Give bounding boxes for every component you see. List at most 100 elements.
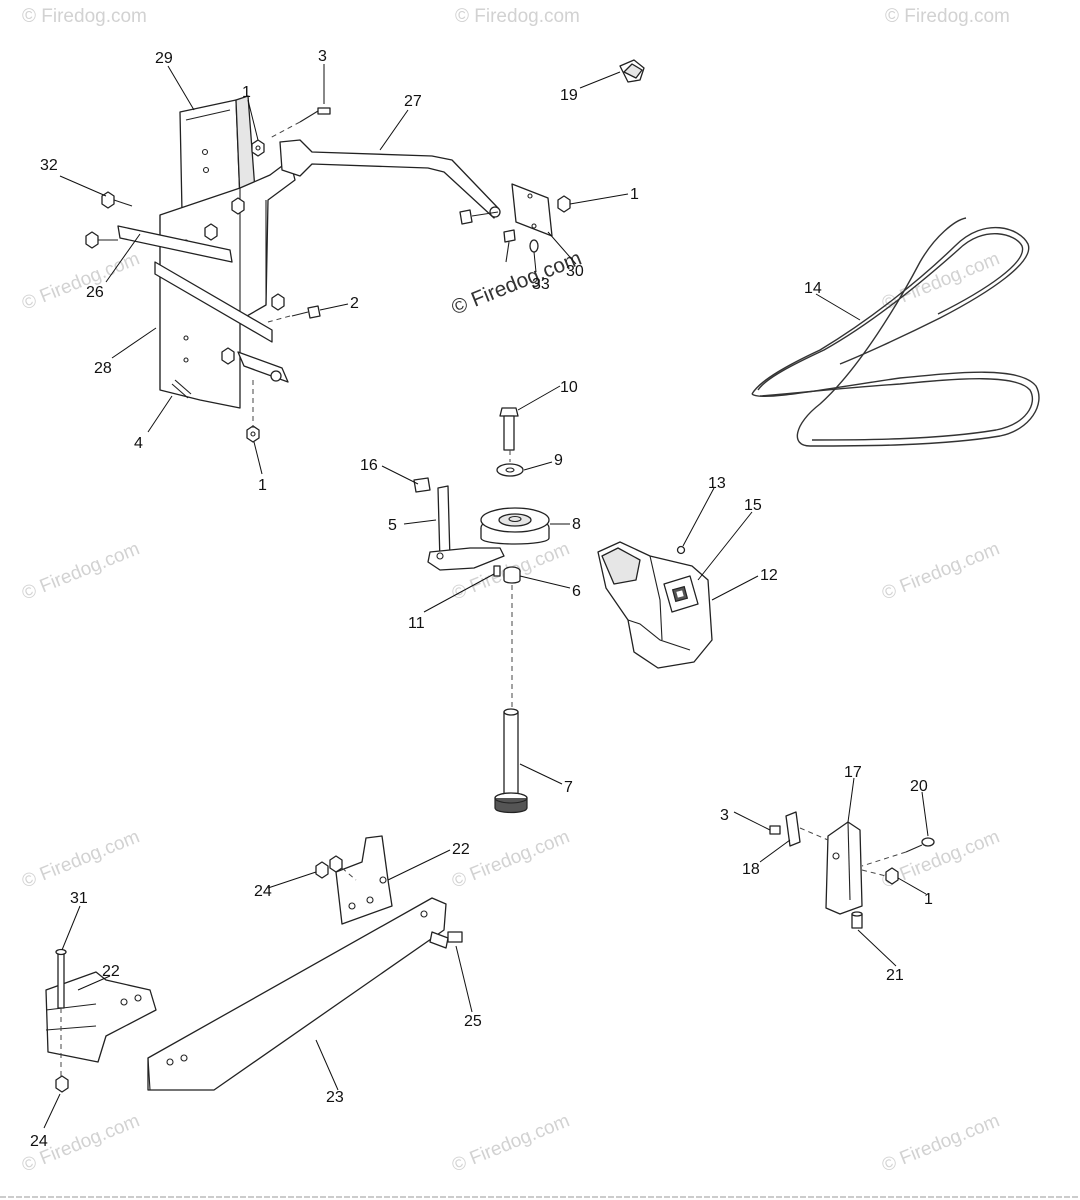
hex-bolt: [299, 107, 331, 123]
watermark-text: © Firedog.com: [885, 6, 1010, 27]
pulley-spacer: [503, 566, 521, 584]
hex-nut: [885, 867, 899, 885]
pulley-bolt: [499, 407, 519, 451]
callout-21: 21: [886, 967, 904, 984]
callout-1: 1: [258, 477, 267, 494]
callout-5: 5: [388, 517, 397, 534]
callout-29: 29: [155, 50, 173, 67]
callout-33: 33: [532, 276, 550, 293]
callout-32: 32: [40, 157, 58, 174]
arm-end-plate: [511, 183, 553, 237]
callout-labels: 29 3 1 27 19 32 1 26 33 30 2 28 4 1 14 1…: [30, 48, 933, 1150]
callout-31: 31: [70, 890, 88, 907]
callout-13: 13: [708, 475, 726, 492]
callout-18: 18: [742, 861, 760, 878]
pulley-mount-bracket: [413, 477, 505, 577]
crossbar-plate: [117, 225, 233, 263]
leader-lines: [43, 64, 929, 1129]
sleeve-bushing: [851, 911, 863, 929]
callout-9: 9: [554, 452, 563, 469]
callout-28: 28: [94, 360, 112, 377]
hex-nut: [329, 855, 343, 873]
callout-22: 22: [452, 841, 470, 858]
callout-22: 22: [102, 963, 120, 980]
callout-12: 12: [760, 567, 778, 584]
callout-15: 15: [744, 497, 762, 514]
idler-pulley-assembly: [480, 407, 550, 814]
watermark-text: © Firedog.com: [19, 248, 143, 314]
callout-25: 25: [464, 1013, 482, 1030]
watermark-text: © Firedog.com: [879, 1110, 1003, 1176]
watermark-text: © Firedog.com: [22, 6, 147, 27]
hex-bolt: [459, 209, 499, 225]
callout-23: 23: [326, 1089, 344, 1106]
hitch-assembly: [45, 835, 463, 1093]
watermark-text: © Firedog.com: [19, 538, 143, 604]
hitch-bracket-lower: [45, 971, 157, 1063]
hex-bolt: [101, 191, 133, 209]
callout-10: 10: [560, 379, 578, 396]
callout-4: 4: [134, 435, 143, 452]
hex-nut: [557, 195, 571, 213]
watermark-text: © Firedog.com: [455, 6, 580, 27]
washer: [529, 239, 539, 253]
hex-bolt: [429, 931, 463, 949]
callout-14: 14: [804, 280, 822, 297]
spring-pin: [413, 477, 431, 493]
pulley-washer: [496, 463, 524, 477]
hex-bolt: [503, 229, 516, 263]
hex-nut: [315, 861, 329, 879]
hex-nut: [246, 425, 260, 443]
callout-16: 16: [360, 457, 378, 474]
vertical-channel: [159, 159, 296, 409]
watermark-text: © Firedog.com: [449, 826, 573, 892]
pulley-spindle: [494, 708, 528, 814]
watermark-text: © Firedog.com: [449, 1110, 573, 1176]
ring-terminal: [905, 837, 935, 853]
callout-2: 2: [350, 295, 359, 312]
hex-bolt: [85, 231, 118, 249]
idler-arm: [279, 139, 499, 219]
guard-screw: [676, 545, 686, 555]
callout-1: 1: [242, 84, 251, 101]
callout-3: 3: [720, 807, 729, 824]
hex-nut: [271, 293, 285, 311]
callout-30: 30: [566, 263, 584, 280]
mount-bracket-assembly: [85, 95, 331, 443]
callout-1: 1: [630, 186, 639, 203]
watermark-text: © Firedog.com: [879, 538, 1003, 604]
hex-nut: [55, 1075, 69, 1093]
callout-3: 3: [318, 48, 327, 65]
callout-27: 27: [404, 93, 422, 110]
guard-label: [663, 575, 699, 613]
callout-1: 1: [924, 891, 933, 908]
callout-26: 26: [86, 284, 104, 301]
callout-17: 17: [844, 764, 862, 781]
callout-24: 24: [254, 883, 272, 900]
callout-8: 8: [572, 516, 581, 533]
hex-nut: [251, 139, 265, 157]
watermark-text: © Firedog.com: [19, 826, 143, 892]
watermark-text: © Firedog.com: [448, 247, 585, 320]
hex-bolt: [291, 305, 321, 319]
watermark-text: © Firedog.com: [879, 248, 1003, 314]
callout-6: 6: [572, 583, 581, 600]
idler-pulley: [480, 507, 550, 545]
idler-arm-assembly: [279, 139, 571, 263]
watermarks: © Firedog.com © Firedog.com © Firedog.co…: [19, 6, 1010, 1177]
callout-7: 7: [564, 779, 573, 796]
side-bracket-assembly: [769, 811, 935, 929]
drive-belt: [751, 217, 1040, 447]
belt-guard: [597, 541, 713, 669]
hex-nut: [204, 223, 218, 241]
cotter-pin: [493, 565, 501, 577]
watermark-text: © Firedog.com: [879, 826, 1003, 892]
rubber-cap: [619, 59, 645, 83]
hitch-bar: [147, 897, 447, 1091]
callout-19: 19: [560, 87, 578, 104]
hex-bolt: [769, 825, 781, 835]
hitch-bracket-upper: [335, 835, 393, 925]
callout-24: 24: [30, 1133, 48, 1150]
crossbar-lower: [154, 261, 273, 343]
